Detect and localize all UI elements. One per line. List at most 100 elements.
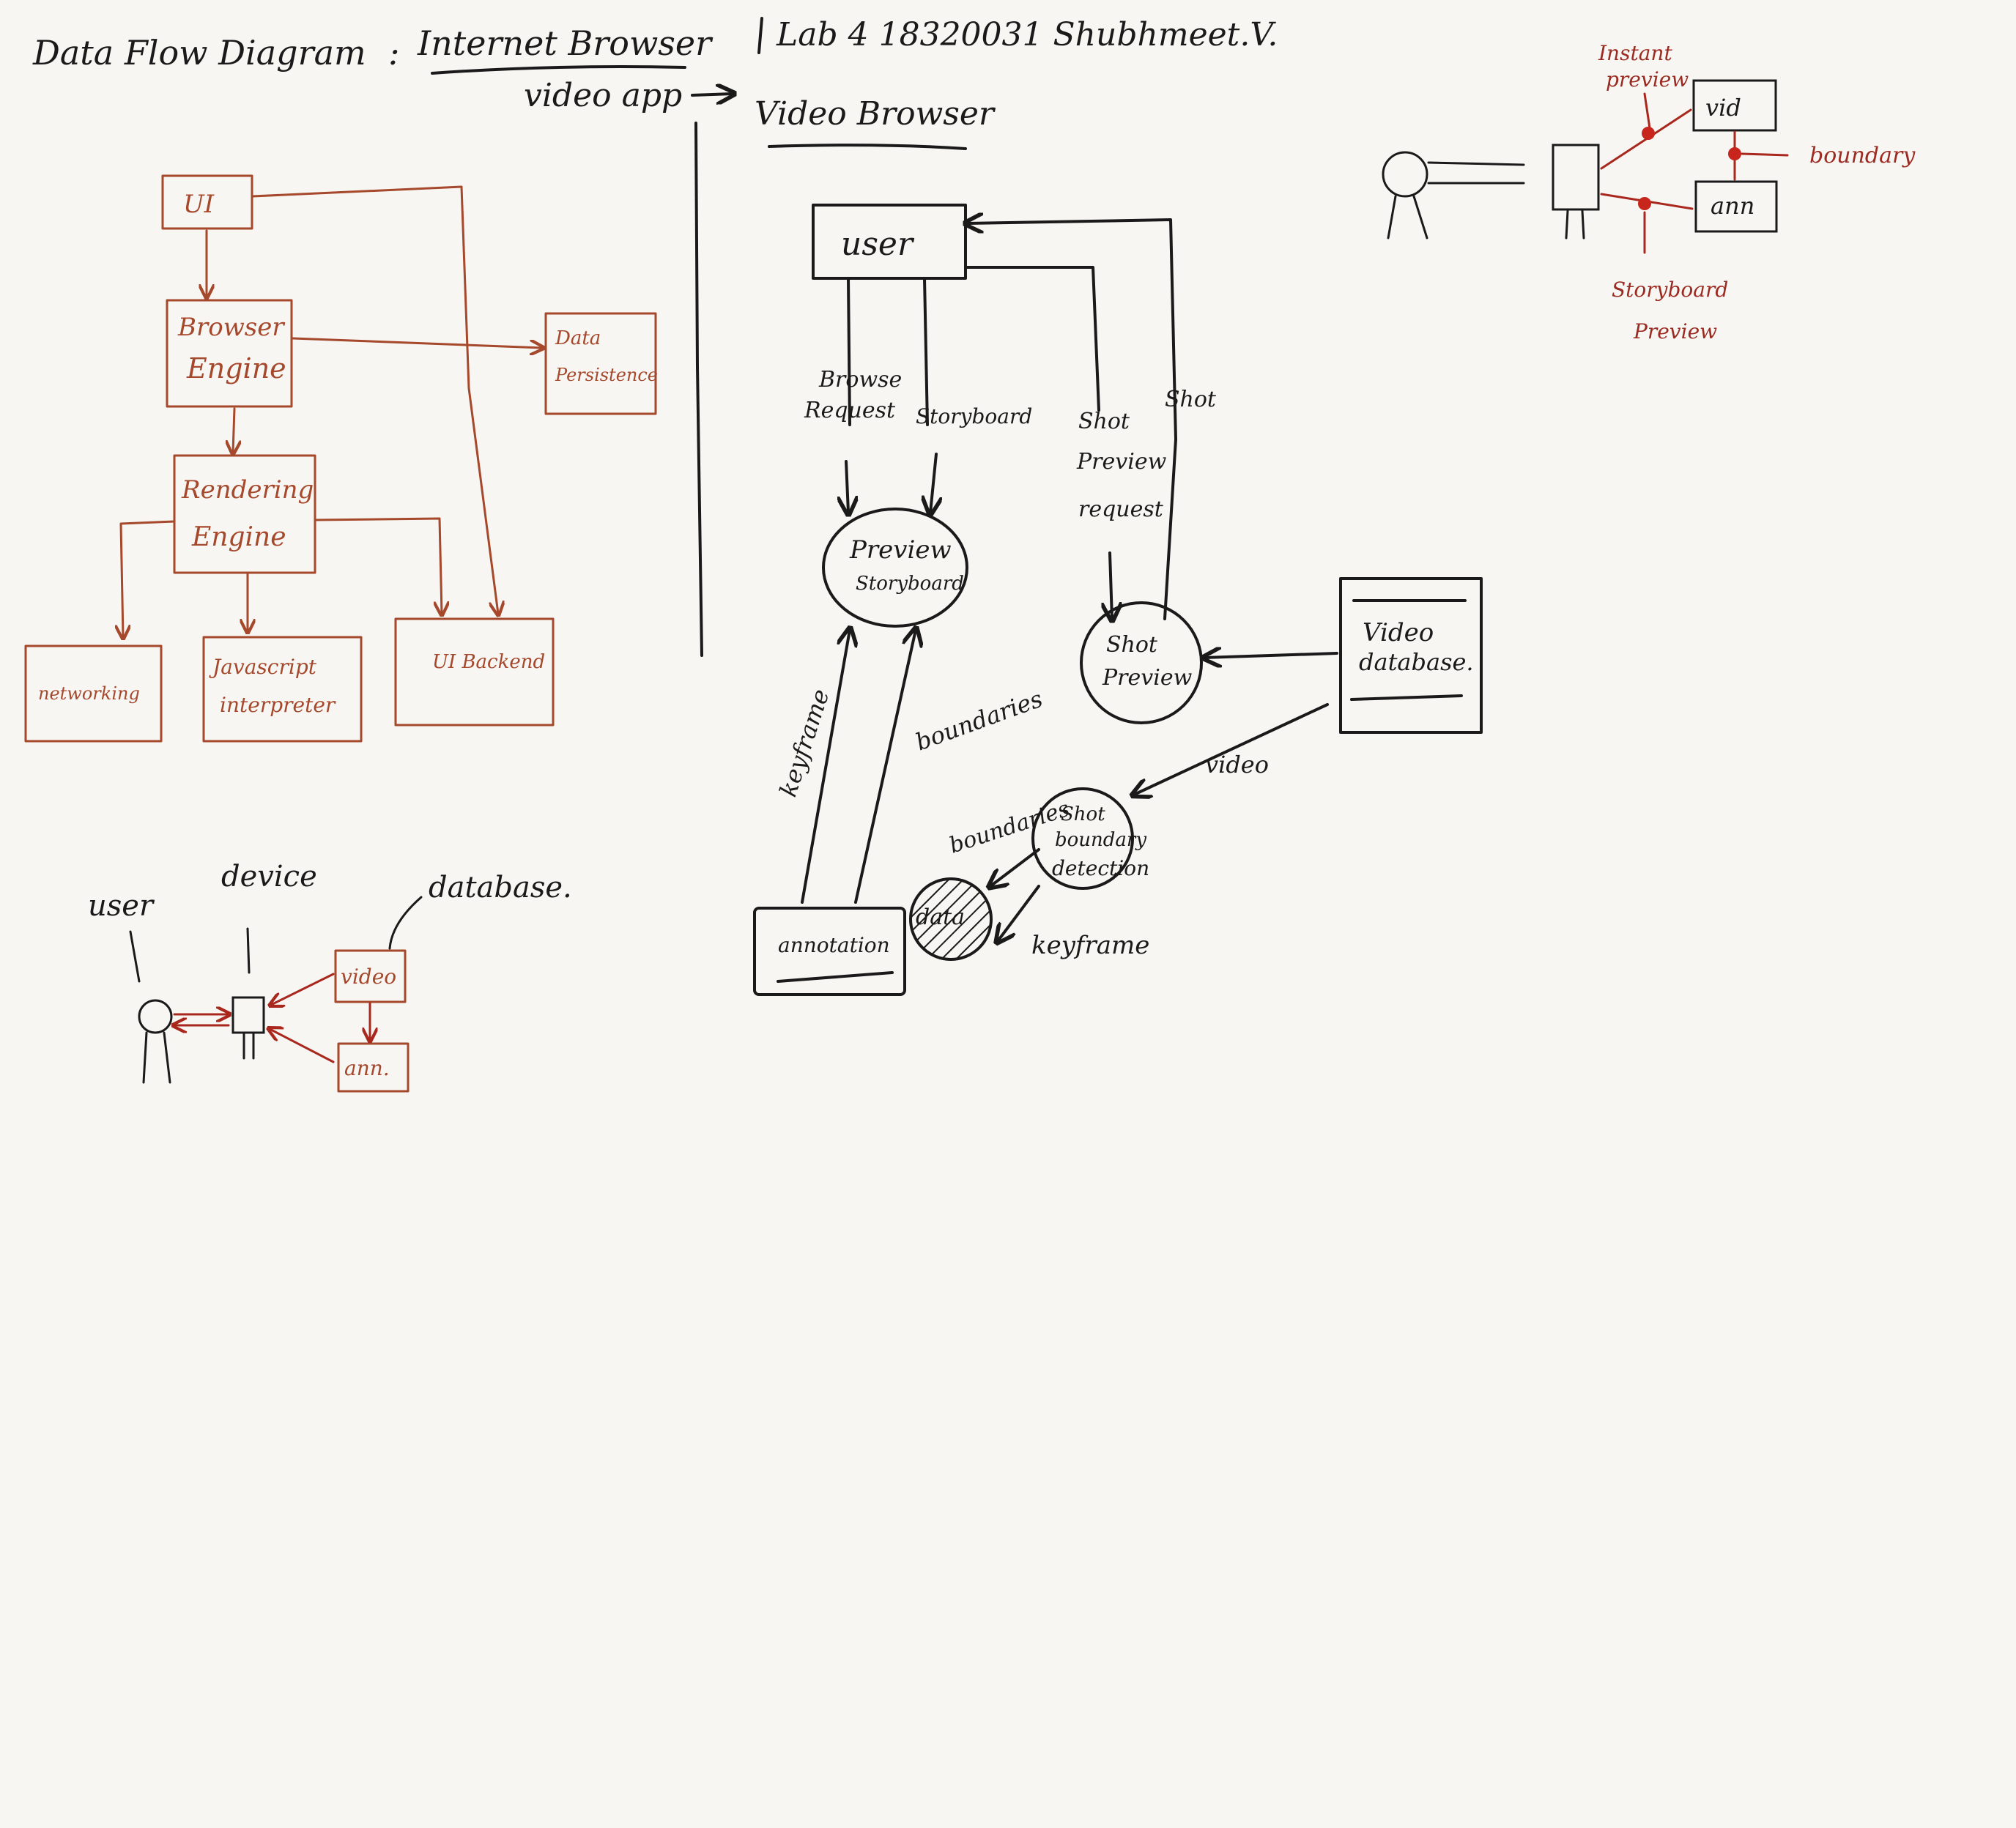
preview-storyboard-label-2: Storyboard xyxy=(856,573,964,595)
context-user-pointer xyxy=(129,930,141,983)
rendering-engine-box xyxy=(173,454,316,574)
lab-info: Lab 4 18320031 Shubhmeet.V. xyxy=(776,16,1278,53)
browser-engine-label-2: Engine xyxy=(186,352,286,384)
instant-preview-label-1: Instant xyxy=(1598,41,1672,65)
video-app-note: video app xyxy=(524,77,682,114)
device-icon xyxy=(231,996,265,1034)
sketch-user-line-1 xyxy=(1427,161,1525,166)
data-persistence-label-1: Data xyxy=(555,327,601,349)
user-entity-box xyxy=(812,204,967,280)
boundary-marker xyxy=(1728,147,1741,160)
header-divider xyxy=(757,17,763,54)
video-section-title: Video Browser xyxy=(755,95,996,133)
instant-preview-marker xyxy=(1642,127,1655,140)
video-to-device-arrow xyxy=(271,973,335,1005)
context-ann-box xyxy=(337,1042,410,1093)
keyframe-up-label: keyframe xyxy=(774,686,834,800)
preview-sketch: Instant preview vid ann boundary Storybo… xyxy=(1382,41,1916,343)
boundaries-flow-label: boundaries xyxy=(946,796,1073,859)
ann-label: ann xyxy=(1711,192,1754,220)
engine-to-persistence-arrow xyxy=(292,337,542,348)
video-database-box xyxy=(1339,577,1483,734)
ui-backend-label: UI Backend xyxy=(432,651,545,673)
preview-storyboard-process xyxy=(822,508,968,628)
shot-request-label-3: request xyxy=(1078,497,1164,522)
sbd-boundaries-arrow xyxy=(990,848,1040,886)
boundaries-up-arrow xyxy=(854,630,916,904)
vid-label: vid xyxy=(1705,94,1741,122)
ui-to-backend-arrow xyxy=(251,185,498,614)
shot-flow-label: Shot xyxy=(1165,387,1217,412)
data-persistence-label-2: Persistence xyxy=(555,365,658,385)
video-database-label-2: database. xyxy=(1359,648,1474,676)
ann-box xyxy=(1694,180,1778,233)
browser-engine-box xyxy=(166,299,293,408)
sbd-label-2: boundary xyxy=(1055,829,1146,851)
context-device-label: device xyxy=(221,860,317,893)
subject-underline xyxy=(431,65,686,75)
ui-label: UI xyxy=(183,190,215,219)
js-interpreter-label-2: interpreter xyxy=(220,693,336,717)
shot-request-label-2: Preview xyxy=(1076,449,1167,475)
networking-label: networking xyxy=(38,683,140,704)
browse-request-line xyxy=(847,277,851,426)
sbd-keyframe-arrow xyxy=(998,885,1040,941)
video-flow-label: video xyxy=(1205,751,1269,779)
browse-request-arrow xyxy=(846,460,848,513)
storyboard-line xyxy=(923,277,929,426)
instant-preview-label-2: preview xyxy=(1606,67,1689,92)
ui-backend-box xyxy=(394,617,555,727)
networking-box xyxy=(24,644,163,743)
diagram-title: Data Flow Diagram xyxy=(32,33,366,73)
title-separator: : xyxy=(388,33,400,73)
boundaries-up-label: boundaries xyxy=(912,685,1046,757)
annotation-label: annotation xyxy=(778,933,890,957)
device-stand xyxy=(242,1033,255,1060)
sketch-device-stand xyxy=(1565,209,1585,239)
engine-to-rendering-arrow xyxy=(233,407,234,453)
header: Data Flow Diagram : Internet Browser Lab… xyxy=(32,16,1278,657)
shot-request-label-1: Shot xyxy=(1078,409,1130,434)
keyframe-flow-label: keyframe xyxy=(1031,931,1149,960)
storyboard-preview-marker xyxy=(1638,197,1651,210)
shot-preview-request-line xyxy=(964,266,1100,412)
ui-box xyxy=(161,174,253,230)
browse-label: Browse xyxy=(818,367,902,393)
boundary-pointer xyxy=(1741,152,1789,157)
ann-to-device-arrow xyxy=(270,1029,335,1063)
vertical-divider xyxy=(694,122,703,657)
video-database-label-1: Video xyxy=(1363,618,1434,647)
shot-preview-request-arrow xyxy=(1110,551,1112,619)
shot-preview-label-2: Preview xyxy=(1102,665,1193,691)
annotation-store-line xyxy=(777,971,894,983)
user-figure-icon xyxy=(138,999,173,1034)
context-database-pointer xyxy=(388,896,423,950)
data-persistence-box xyxy=(544,312,657,415)
annotation-store-box xyxy=(753,907,906,996)
video-database-bottom-line xyxy=(1350,694,1463,701)
js-interpreter-box xyxy=(202,636,363,743)
storyboard-flow-label: Storyboard xyxy=(916,404,1032,428)
sketch-user-legs xyxy=(1387,195,1428,239)
subject-title: Internet Browser xyxy=(417,23,714,63)
context-database-label: database. xyxy=(429,871,572,904)
context-video-box xyxy=(334,949,407,1003)
shot-preview-process xyxy=(1080,601,1203,724)
video-title-underline xyxy=(768,144,967,150)
storyboard-preview-label-1: Storyboard xyxy=(1612,278,1728,302)
storyboard-preview-label-2: Preview xyxy=(1633,319,1717,343)
request-label: Request xyxy=(804,398,896,423)
context-video-label: video xyxy=(341,965,396,989)
shot-boundary-detection-process xyxy=(1031,787,1134,890)
rendering-to-networking-arrow xyxy=(121,520,176,637)
context-device-pointer xyxy=(246,927,251,974)
database-video-arrow xyxy=(1134,703,1329,795)
boundary-label: boundary xyxy=(1809,143,1916,168)
browser-architecture-diagram: UI Browser Engine Data Persistence Rende… xyxy=(24,174,658,743)
shot-to-user-arrow xyxy=(967,220,1177,620)
sketch-device-icon xyxy=(1552,144,1600,211)
instant-preview-pointer xyxy=(1643,92,1651,130)
sketch-user-icon xyxy=(1382,151,1428,198)
data-store-circle xyxy=(909,877,993,961)
storyboard-arrow xyxy=(930,453,936,513)
